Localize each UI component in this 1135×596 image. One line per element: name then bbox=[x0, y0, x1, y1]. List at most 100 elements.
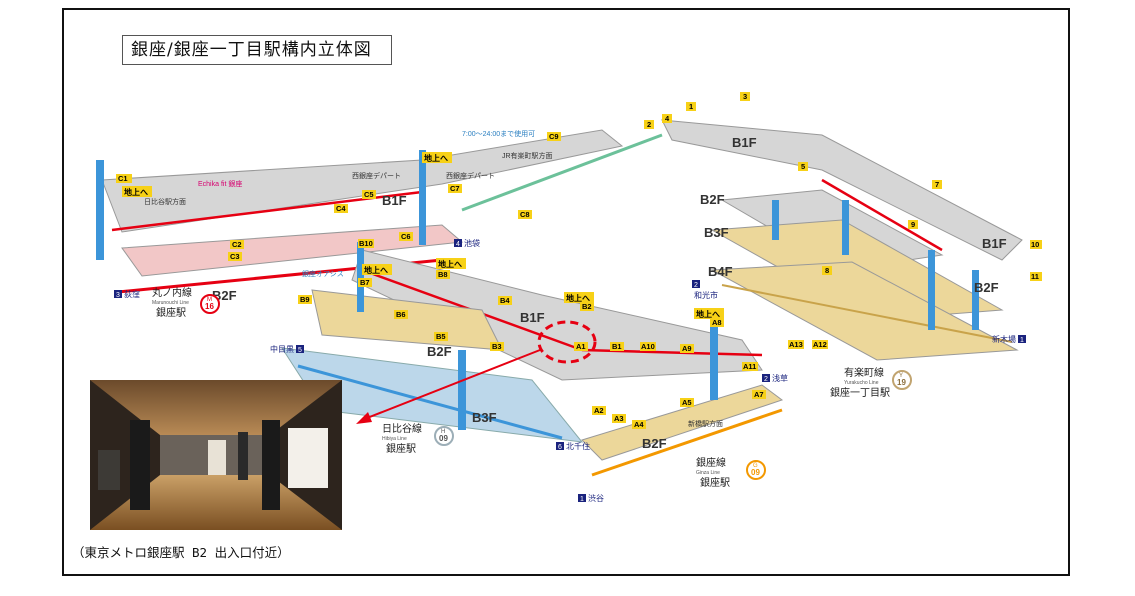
exit-tag-b6: B6 bbox=[394, 310, 408, 319]
shinbashi-direction-note: 新橋駅方面 bbox=[688, 419, 723, 428]
svg-text:荻窪: 荻窪 bbox=[124, 289, 140, 299]
exit-tag-c8: C8 bbox=[518, 210, 532, 219]
svg-text:11: 11 bbox=[1031, 272, 1039, 281]
svg-text:G: G bbox=[753, 463, 758, 469]
exit-tag-b1: B1 bbox=[610, 342, 624, 351]
svg-text:C9: C9 bbox=[549, 132, 559, 141]
exit-tag-a7: A7 bbox=[752, 390, 766, 399]
svg-text:8: 8 bbox=[825, 266, 829, 275]
svg-text:A4: A4 bbox=[634, 420, 644, 429]
svg-text:M: M bbox=[207, 297, 212, 303]
svg-text:銀座駅: 銀座駅 bbox=[700, 476, 730, 489]
b1f-concourse-diagonal bbox=[351, 249, 763, 381]
floor-label: B1F bbox=[382, 193, 407, 208]
hibiya-direction-note: 日比谷駅方面 bbox=[144, 197, 186, 206]
exit-tag-2: 2 bbox=[644, 120, 654, 129]
exit-tag-b5: B5 bbox=[434, 332, 448, 341]
exit-tag-c9: C9 bbox=[547, 132, 561, 141]
station-interior-photo bbox=[90, 380, 342, 530]
exit-tag-a1: A1 bbox=[574, 342, 588, 351]
exit-tag-a12: A12 bbox=[812, 340, 828, 349]
exit-tag-1: 1 bbox=[686, 102, 696, 111]
svg-text:A13: A13 bbox=[789, 340, 803, 349]
svg-text:5: 5 bbox=[801, 162, 805, 171]
elevator-shaft bbox=[972, 270, 979, 330]
floor-label: B3F bbox=[472, 410, 497, 425]
svg-text:Y: Y bbox=[899, 373, 903, 379]
svg-text:丸ノ内線: 丸ノ内線 bbox=[152, 286, 192, 299]
exit-tag-c7: C7 bbox=[448, 184, 462, 193]
elevator-shaft bbox=[928, 250, 935, 330]
exit-tag-a4: A4 bbox=[632, 420, 646, 429]
ground-exit-sign: 地上へ bbox=[564, 292, 594, 303]
jr-direction-note: JR有楽町駅方面 bbox=[502, 151, 553, 160]
exit-tag-b10: B10 bbox=[358, 239, 374, 248]
svg-text:A8: A8 bbox=[712, 318, 722, 327]
svg-text:C7: C7 bbox=[450, 184, 460, 193]
svg-text:3: 3 bbox=[116, 292, 120, 299]
exit-tag-c3: C3 bbox=[228, 252, 242, 261]
svg-text:09: 09 bbox=[439, 434, 448, 443]
oasis-note: 銀座オアシス bbox=[302, 269, 344, 278]
svg-text:4: 4 bbox=[456, 241, 460, 248]
line-badge-yurakucho: 有楽町線 Yurakucho Line 銀座一丁目駅 Y 19 bbox=[830, 366, 912, 399]
svg-text:地上へ: 地上へ bbox=[696, 309, 720, 319]
svg-text:中目黒: 中目黒 bbox=[270, 344, 294, 354]
map-title: 銀座/銀座一丁目駅構内立体図 bbox=[131, 40, 372, 60]
svg-text:A9: A9 bbox=[682, 344, 692, 353]
svg-text:9: 9 bbox=[911, 220, 915, 229]
elevator-shaft bbox=[458, 350, 466, 430]
line-badge-ginza: 銀座線 Ginza Line 銀座駅 G 09 bbox=[696, 456, 766, 489]
exit-tag-c2: C2 bbox=[230, 240, 244, 249]
yurakucho-red-route bbox=[821, 178, 943, 252]
svg-text:地上へ: 地上へ bbox=[364, 265, 388, 275]
exit-tag-5: 5 bbox=[798, 162, 808, 171]
exit-tag-a10: A10 bbox=[640, 342, 656, 351]
nishi-dept-note: 西銀座デパート bbox=[446, 171, 495, 180]
svg-text:B4: B4 bbox=[500, 296, 510, 305]
svg-text:B10: B10 bbox=[359, 239, 373, 248]
svg-text:和光市: 和光市 bbox=[694, 290, 718, 300]
yurakucho-b4f bbox=[710, 261, 1019, 361]
exit-tag-7: 7 bbox=[932, 180, 942, 189]
svg-text:2: 2 bbox=[647, 120, 651, 129]
exit-tag-11: 11 bbox=[1030, 272, 1042, 281]
line-badge-marunouchi: 丸ノ内線 Marunouchi Line 銀座駅 M 16 bbox=[152, 286, 220, 319]
svg-text:Ginza Line: Ginza Line bbox=[696, 470, 720, 476]
exit-tag-b3: B3 bbox=[490, 342, 504, 351]
svg-text:B9: B9 bbox=[300, 295, 310, 304]
svg-text:銀座線: 銀座線 bbox=[696, 456, 726, 469]
elevator-shaft bbox=[842, 200, 849, 255]
svg-text:A2: A2 bbox=[594, 406, 604, 415]
hours-note: 7:00〜24:00まで使用可 bbox=[462, 129, 535, 138]
exit-tag-b2: B2 bbox=[580, 302, 594, 311]
svg-text:H: H bbox=[441, 429, 445, 435]
floor-label: B4F bbox=[708, 264, 733, 279]
station-map: B1F B2F B3F B1F B2F B3F B4F B1F B2F B2F … bbox=[96, 92, 1042, 503]
exit-tag-a9: A9 bbox=[680, 344, 694, 353]
yurakucho-b1f bbox=[661, 119, 1023, 261]
exit-tag-c4: C4 bbox=[334, 204, 348, 213]
svg-text:C6: C6 bbox=[401, 232, 411, 241]
map-title-box: 銀座/銀座一丁目駅構内立体図 bbox=[122, 35, 392, 65]
elevator-shaft bbox=[710, 310, 718, 400]
svg-text:5: 5 bbox=[298, 347, 302, 354]
svg-text:1: 1 bbox=[1020, 337, 1024, 344]
direction-nakameguro: 中目黒 5 bbox=[270, 344, 304, 354]
floor-label: B1F bbox=[520, 310, 545, 325]
elevator-shaft bbox=[419, 150, 426, 245]
ground-exit-sign: 地上へ bbox=[422, 152, 452, 163]
photo-pointer-arrow bbox=[361, 349, 541, 421]
exit-tag-3: 3 bbox=[740, 92, 750, 101]
floor-label: B1F bbox=[732, 135, 757, 150]
svg-text:A11: A11 bbox=[743, 362, 756, 371]
svg-text:B1: B1 bbox=[612, 342, 622, 351]
svg-text:地上へ: 地上へ bbox=[566, 293, 590, 303]
svg-text:C3: C3 bbox=[230, 252, 240, 261]
